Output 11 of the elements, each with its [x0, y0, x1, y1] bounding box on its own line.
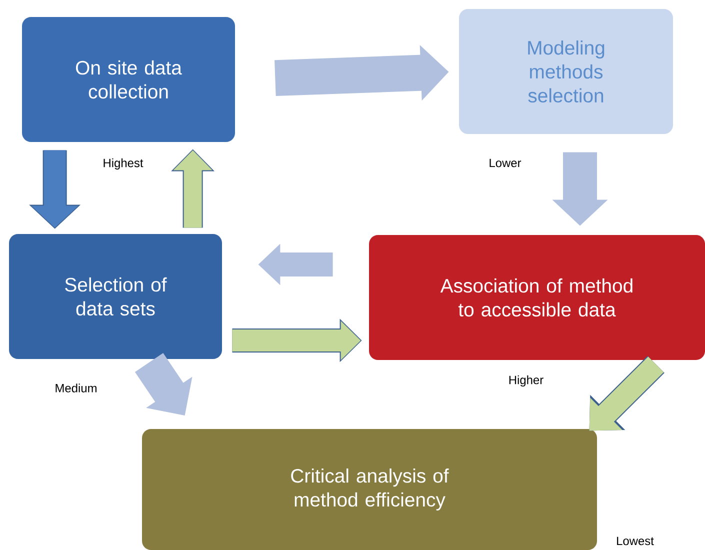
level-label: Medium: [56, 384, 96, 392]
level-label: Highest: [104, 158, 144, 170]
block-arrow: [589, 356, 664, 431]
level-label: Lowest: [617, 536, 654, 546]
level-label: Lower: [490, 158, 522, 168]
process-box: Critical analysis of method efficiency: [142, 428, 597, 550]
process-box: Modeling methods selection: [459, 9, 673, 134]
process-box: On site data collection: [22, 17, 235, 142]
process-box: Selection of data sets: [9, 234, 222, 359]
level-label: Higher: [509, 375, 544, 387]
process-box: Association of method to accessible data: [369, 234, 705, 360]
